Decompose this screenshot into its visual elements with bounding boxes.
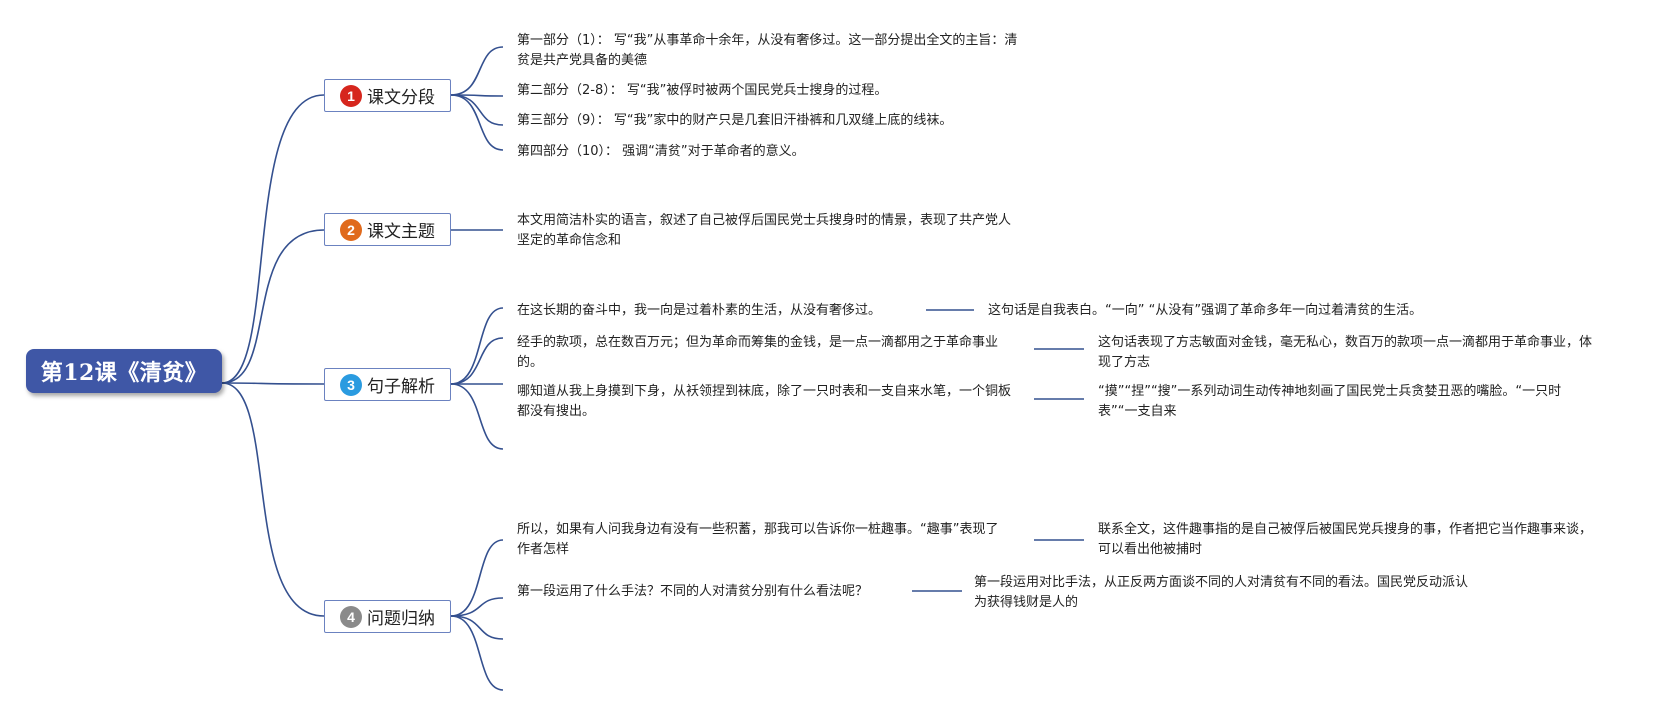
leaf-sentence-2[interactable]: 经手的款项，总在数百万元；但为革命而筹集的金钱，是一点一滴都用之于革命事业的。: [517, 335, 999, 370]
topic-label: 课文分段: [367, 88, 435, 108]
leaf-sentence-3[interactable]: 哪知道从我上身摸到下身，从袄领捏到袜底，除了一只时表和一支自来水笔，一个铜板都没…: [517, 384, 1012, 419]
leaf-segment-4[interactable]: 第四部分（10）： 强调“清贫”对于革命者的意义。: [517, 144, 805, 159]
leaf-answer-1[interactable]: 联系全文，这件趣事指的是自己被俘后被国民党兵搜身的事，作者把它当作趣事来谈，可以…: [1098, 522, 1593, 557]
topic-to-leaf-line: [450, 307, 504, 385]
leaf-sentence-1[interactable]: 在这长期的奋斗中，我一向是过着朴素的生活，从没有奢侈过。: [517, 303, 882, 318]
leaf-explanation-3[interactable]: “摸”“捏”“搜”一系列动词生动传神地刻画了国民党士兵贪婪丑恶的嘴脸。“一只时表…: [1098, 384, 1562, 419]
topic-to-leaf-line: [450, 94, 504, 126]
leaf-theme[interactable]: 本文用简洁朴实的语言，叙述了自己被俘后国民党士兵搜身时的情景，表现了共产党人坚定…: [517, 213, 1012, 248]
topic-sentence-analysis[interactable]: 3 句子解析: [324, 368, 451, 401]
number-badge-icon: 3: [340, 373, 362, 396]
number-badge-icon: 4: [340, 605, 362, 628]
number-badge-icon: 1: [340, 84, 362, 107]
root-node[interactable]: 第12课《清贫》: [26, 349, 222, 393]
topic-to-leaf-line: [450, 94, 504, 151]
root-to-topic-line: [221, 382, 325, 385]
leaf-explanation-1[interactable]: 这句话是自我表白。“一向” “从没有”强调了革命多年一向过着清贫的生活。: [988, 303, 1423, 318]
leaf-segment-1[interactable]: 第一部分（1）： 写“我”从事革命十余年，从没有奢侈过。这一部分提出全文的主旨：…: [517, 33, 1018, 68]
leaf-segment-2[interactable]: 第二部分（2-8）： 写“我”被俘时被两个国民党兵士搜身的过程。: [517, 83, 888, 98]
topic-label: 句子解析: [367, 377, 435, 397]
topic-to-leaf-line: [450, 597, 504, 617]
topic-label: 问题归纳: [367, 609, 435, 629]
topic-to-leaf-line: [450, 337, 504, 385]
topic-segments[interactable]: 1 课文分段: [324, 79, 451, 112]
leaf-question-2[interactable]: 第一段运用了什么手法？不同的人对清贫分别有什么看法呢？: [517, 584, 869, 599]
root-to-topic-line: [221, 229, 325, 384]
topic-label: 课文主题: [367, 222, 435, 242]
root-to-topic-line: [221, 94, 325, 384]
leaf-answer-2[interactable]: 第一段运用对比手法，从正反两方面谈不同的人对清贫有不同的看法。国民党反动派认为获…: [974, 575, 1469, 610]
topic-to-leaf-line: [450, 615, 504, 640]
root-title: 第12课《清贫》: [40, 360, 208, 386]
topic-theme[interactable]: 2 课文主题: [324, 213, 451, 246]
leaf-question-1[interactable]: 所以，如果有人问我身边有没有一些积蓄，那我可以告诉你一桩趣事。“趣事”表现了作者…: [517, 522, 999, 557]
topic-to-leaf-line: [450, 539, 504, 617]
topic-questions[interactable]: 4 问题归纳: [324, 600, 451, 633]
leaf-segment-3[interactable]: 第三部分（9）： 写“我”家中的财产只是几套旧汗褂裤和几双缝上底的线袜。: [517, 113, 953, 128]
number-badge-icon: 2: [340, 218, 362, 241]
topic-to-leaf-line: [450, 46, 504, 96]
topic-to-leaf-line: [450, 383, 504, 450]
topic-to-leaf-line: [450, 615, 504, 691]
leaf-explanation-2[interactable]: 这句话表现了方志敏面对金钱，毫无私心，数百万的款项一点一滴都用于革命事业，体现了…: [1098, 335, 1593, 370]
root-to-topic-line: [221, 382, 325, 617]
